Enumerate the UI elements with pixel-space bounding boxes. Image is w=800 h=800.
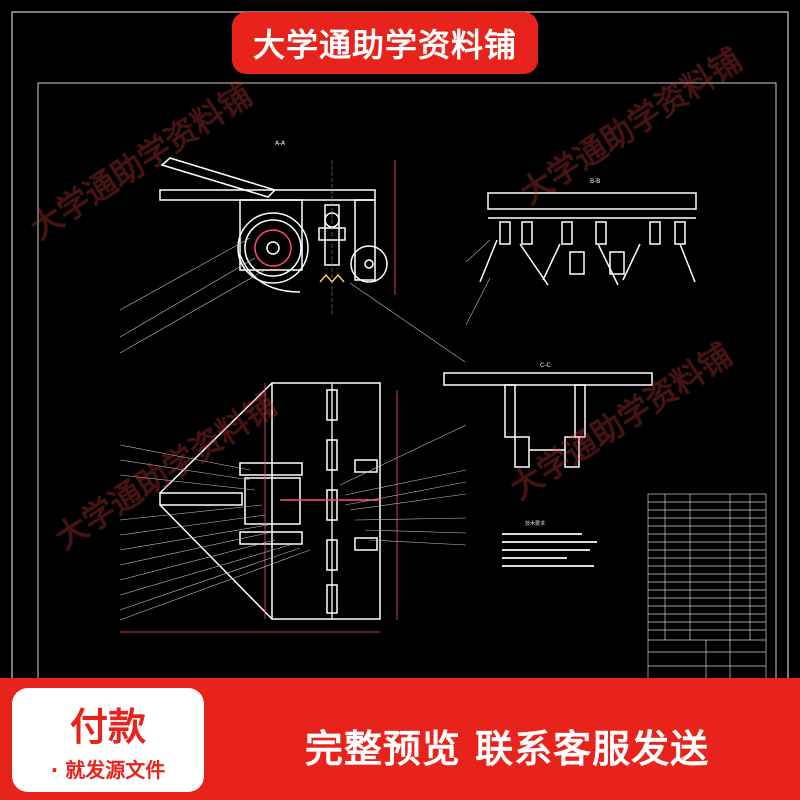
plan-view: [120, 382, 398, 633]
pay-subtitle: · 就发源文件: [50, 758, 166, 782]
shop-name: 大学通助学资料铺: [252, 26, 517, 64]
front-view: B-B: [479, 178, 697, 286]
view-label-b: B-B: [590, 178, 600, 185]
side-view-leaders: [119, 237, 466, 363]
pay-title: 付款: [69, 705, 146, 749]
plan-view-leaders: [119, 424, 467, 621]
view-label-c: C-C: [540, 362, 551, 369]
pay-button[interactable]: 付款 · 就发源文件: [12, 688, 204, 792]
view-label-a: A-A: [275, 140, 286, 147]
tech-requirements: 技术要求: [502, 520, 597, 567]
shop-name-banner: 大学通助学资料铺: [232, 12, 538, 74]
tech-requirements-title: 技术要求: [525, 520, 545, 527]
purchase-footer: 付款 · 就发源文件 完整预览 联系客服发送: [0, 678, 800, 800]
contact-message: 完整预览 联系客服发送: [304, 727, 710, 771]
section-view: C-C: [443, 362, 653, 468]
side-view: A-A: [159, 140, 396, 315]
parts-list-and-title-block: [647, 493, 767, 681]
front-view-leaders: [465, 239, 491, 326]
